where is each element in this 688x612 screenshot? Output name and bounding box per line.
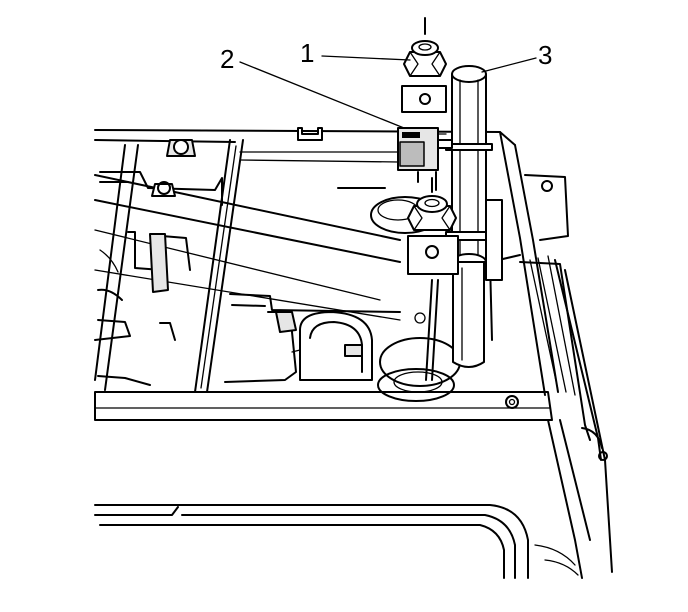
lower-tray: [94, 504, 529, 579]
right-bracket-hole: [541, 180, 553, 192]
rail-tab: [297, 127, 323, 141]
leader-2: [239, 61, 405, 129]
lower-mounting-bracket: [407, 235, 459, 381]
right-side-frame: [477, 131, 613, 579]
callout-3: 3: [538, 40, 552, 70]
left-bracket: [94, 171, 223, 386]
cylinder-rod-housing: [452, 261, 485, 368]
upper-mounting-bracket: [401, 85, 447, 113]
callout-1: 1: [300, 38, 314, 68]
cylinder-top-cap: [451, 65, 487, 83]
lower-nut: [407, 177, 457, 231]
pan-clip: [275, 311, 297, 333]
leader-1: [321, 55, 411, 61]
center-pan: [224, 187, 461, 402]
electrical-connector: [397, 127, 453, 191]
leader-lines: [239, 55, 537, 129]
leader-3: [481, 57, 537, 73]
left-strap: [149, 233, 169, 293]
upper-nut: [403, 17, 447, 77]
front-cross-bar: [94, 391, 553, 421]
callout-2: 2: [220, 44, 234, 74]
bar-bolt-hole: [505, 395, 519, 409]
damper-cylinder: [445, 65, 503, 368]
